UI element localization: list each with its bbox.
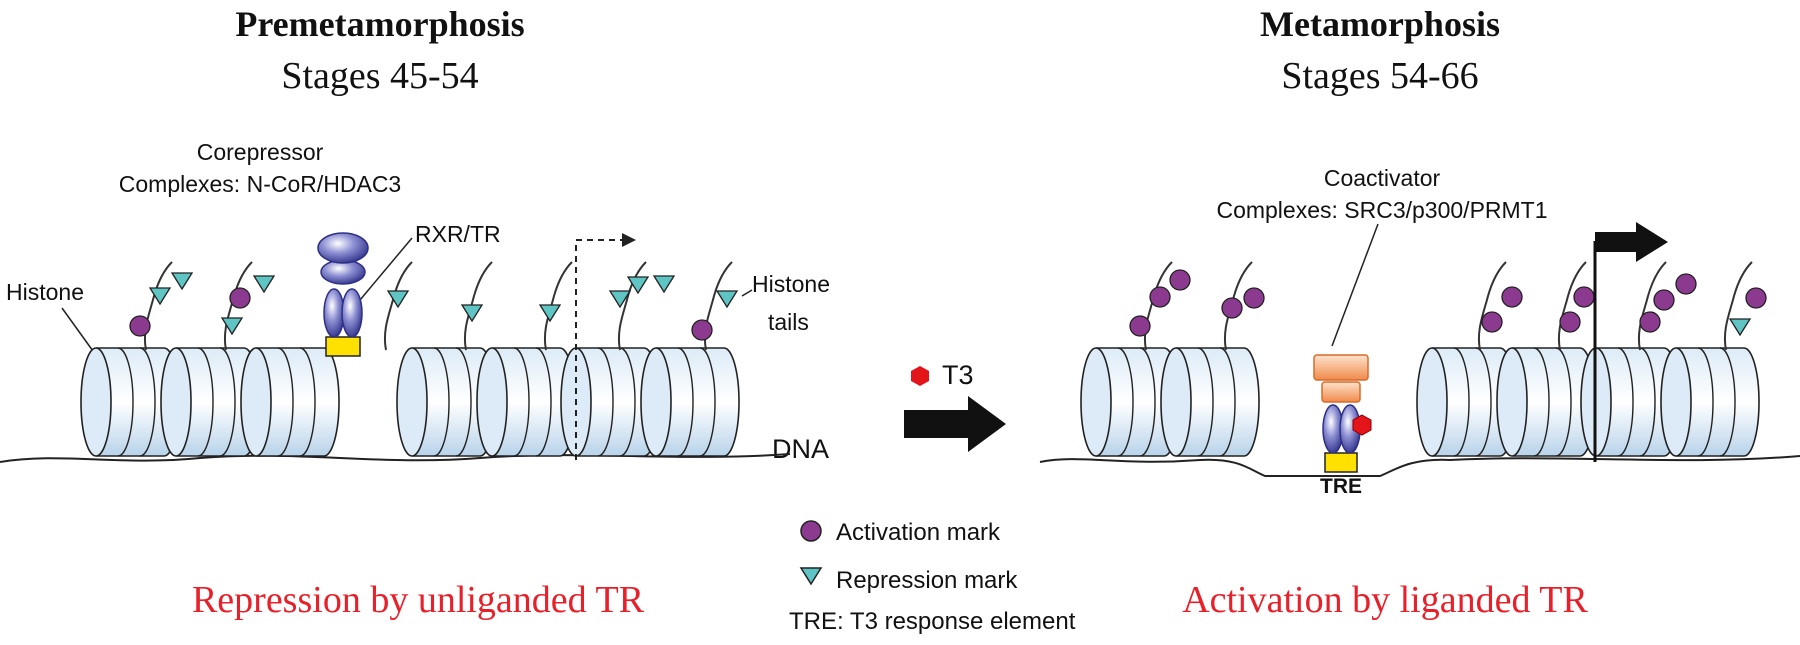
repression-mark-icon: [652, 275, 676, 294]
repression-mark-icon: [460, 304, 484, 323]
activation-mark-icon: [1559, 311, 1581, 333]
repression-mark-icon: [626, 276, 650, 295]
corepressor-label-line2: Complexes: N-CoR/HDAC3: [119, 171, 401, 197]
histone-tail: [1478, 261, 1523, 351]
coactivator-label-line1: Coactivator: [1324, 165, 1441, 191]
activation-mark-icon: [800, 520, 822, 542]
histone-tail: [384, 261, 413, 351]
left-caption: Repression by unliganded TR: [192, 579, 645, 621]
corepressor-complex: [317, 232, 369, 357]
histone-tail: [691, 261, 739, 351]
active-transcription-arrow: [1593, 222, 1668, 462]
activation-mark-icon: [691, 319, 713, 341]
activation-mark-icon: [1149, 286, 1171, 308]
center-transition: T3: [904, 360, 1006, 452]
activation-mark-icon: [1481, 311, 1503, 333]
histone-nucleosome: [1080, 347, 1180, 457]
histone-tails-label-line1: Histone: [752, 271, 830, 297]
histone-tail: [1129, 261, 1191, 351]
right-panel: Metamorphosis Stages 54-66 Coactivator C…: [1039, 4, 1800, 621]
activation-mark-icon: [1243, 287, 1265, 309]
histone-nucleosome: [240, 347, 340, 457]
activation-mark-icon: [229, 287, 251, 309]
activation-mark-icon: [1675, 273, 1697, 295]
histone-nucleosome: [476, 347, 576, 457]
histone-label: Histone: [6, 279, 84, 305]
left-title: Premetamorphosis: [235, 4, 524, 44]
repression-mark-icon: [1728, 318, 1752, 337]
histone-tail: [1724, 261, 1767, 351]
corepressor-upper-subunit: [317, 232, 369, 264]
rxr-tr-pointer-line: [359, 237, 413, 301]
histone-tail: [1221, 261, 1265, 351]
repression-mark-icon: [799, 567, 823, 586]
activation-mark-icon: [1221, 297, 1243, 319]
legend-tre-definition: TRE: T3 response element: [789, 608, 1076, 635]
repression-mark-icon: [715, 290, 739, 309]
legend-activation-label: Activation mark: [836, 519, 1001, 546]
coactivator-label-line2: Complexes: SRC3/p300/PRMT1: [1216, 197, 1547, 223]
repression-mark-icon: [148, 287, 172, 306]
repression-mark-icon: [538, 304, 562, 323]
tre-box-right: [1324, 452, 1358, 473]
repression-mark-icon: [386, 290, 410, 309]
repression-mark-icon: [170, 272, 194, 291]
repression-mark-icon: [220, 317, 244, 336]
tr-subunit-left: [323, 288, 345, 338]
coactivator-upper-subunit: [1313, 354, 1369, 381]
histone-nucleosome: [640, 347, 740, 457]
activation-mark-icon: [1639, 311, 1661, 333]
activation-mark-icon: [1653, 289, 1675, 311]
corepressor-label-line1: Corepressor: [197, 139, 324, 165]
rxr-subunit-left: [341, 288, 363, 338]
histone-tails-pointer-line: [741, 289, 753, 297]
right-title: Metamorphosis: [1260, 4, 1500, 44]
histone-nucleosome: [1416, 347, 1516, 457]
t3-hexagon-icon: [911, 366, 929, 386]
coactivator-lower-subunit: [1321, 381, 1361, 403]
histone-tail: [538, 261, 573, 351]
dna-strand-right: [1039, 455, 1800, 477]
tre-label: TRE: [1320, 475, 1362, 498]
histone-tail: [460, 261, 493, 351]
activation-mark-icon: [1169, 269, 1191, 291]
dna-label: DNA: [772, 434, 829, 464]
activation-mark-icon: [129, 315, 151, 337]
right-nucleosome-array: [1080, 261, 1767, 457]
repressed-transcription-arrow: [575, 233, 636, 460]
activation-mark-icon: [1745, 287, 1767, 309]
histone-tail: [220, 261, 276, 351]
histone-nucleosome: [396, 347, 496, 457]
histone-tail: [608, 261, 676, 351]
coactivator-pointer-line: [1331, 223, 1379, 347]
left-subtitle: Stages 45-54: [281, 55, 478, 97]
repression-mark-icon: [608, 290, 632, 309]
rxr-tr-label: RXR/TR: [415, 221, 501, 247]
histone-tail: [1558, 261, 1595, 351]
activation-mark-icon: [1501, 286, 1523, 308]
histone-nucleosome: [1496, 347, 1596, 457]
bound-t3-hexagon-icon: [1352, 414, 1372, 436]
t3-label: T3: [942, 360, 974, 390]
activation-mark-icon: [1129, 315, 1151, 337]
legend-repression-label: Repression mark: [836, 567, 1018, 594]
legend: Activation mark Repression mark TRE: T3 …: [789, 519, 1076, 635]
histone-nucleosome: [1160, 347, 1260, 457]
left-panel: Premetamorphosis Stages 45-54 Corepresso…: [0, 4, 830, 621]
repression-mark-icon: [252, 275, 276, 294]
activation-mark-icon: [1573, 286, 1595, 308]
transition-arrow-icon: [904, 396, 1006, 452]
coactivator-complex: TRE: [1313, 354, 1372, 498]
tre-box-left: [325, 336, 361, 357]
histone-tail: [1638, 261, 1697, 351]
left-nucleosome-array: [80, 261, 740, 457]
histone-nucleosome: [1660, 347, 1760, 457]
right-caption: Activation by liganded TR: [1182, 579, 1588, 621]
histone-tail: [129, 261, 194, 351]
histone-tails-label-line2: tails: [768, 309, 809, 335]
right-subtitle: Stages 54-66: [1281, 55, 1478, 97]
